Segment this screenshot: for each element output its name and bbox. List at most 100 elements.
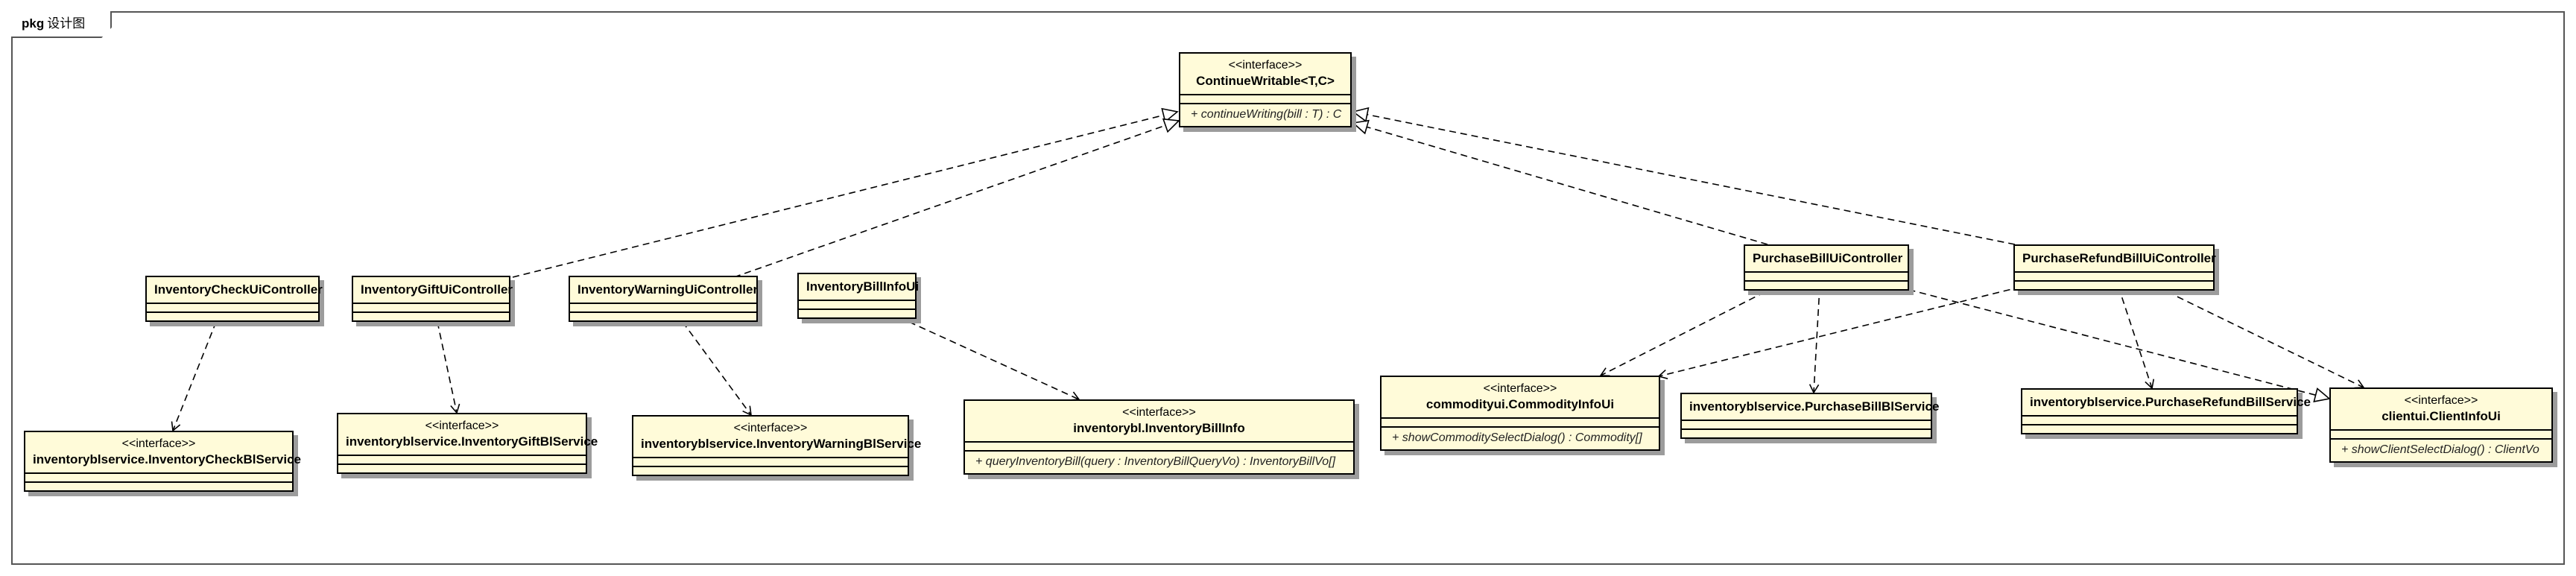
attribute-compartment — [1745, 271, 1908, 280]
attribute-compartment — [2022, 415, 2297, 424]
class-name: inventorybl.InventoryBillInfo — [1073, 421, 1245, 435]
class-stereotype: <<interface>> — [733, 422, 808, 434]
attribute-compartment — [633, 457, 908, 466]
attribute-compartment — [25, 472, 292, 481]
class-header: PurchaseRefundBillUiController — [2015, 246, 2216, 271]
operation-compartment — [2022, 424, 2297, 433]
class-name: PurchaseBillUiController — [1753, 251, 1903, 265]
attribute-compartment — [147, 303, 318, 311]
operation-compartment — [570, 311, 756, 320]
attribute-compartment — [338, 455, 586, 463]
class-box-giftCtrl[interactable]: InventoryGiftUiController — [352, 276, 513, 322]
realization-edge-refundCtrl-to-continue — [1352, 107, 2016, 245]
class-header: <<interface>> inventoryblservice.Inventor… — [633, 417, 922, 457]
class-name: inventoryblservice.InventoryCheckBlServi… — [33, 452, 301, 466]
dependency-edge-refundCtrl-to-commodity — [1657, 286, 2022, 379]
class-name: inventoryblservice.PurchaseRefundBillSer… — [2030, 395, 2311, 409]
operation-compartment — [633, 466, 908, 475]
class-header: InventoryWarningUiController — [570, 277, 759, 303]
operation-compartment: + continueWriting(bill : T) : C — [1180, 103, 1350, 126]
attribute-compartment — [1382, 417, 1659, 426]
class-name: inventoryblservice.PurchaseBillBlService — [1689, 399, 1940, 414]
class-header: inventoryblservice.PurchaseBillBlService — [1682, 394, 1940, 420]
attribute-compartment — [2015, 271, 2213, 280]
operation: + showClientSelectDialog() : ClientVo — [2341, 443, 2539, 456]
class-name: InventoryCheckUiController — [154, 282, 323, 297]
dependency-edge-purchaseCtrl-to-purchaseSvc — [1808, 286, 1820, 394]
realization-edge-warnCtrl-to-continue — [733, 118, 1180, 278]
class-header: InventoryGiftUiController — [353, 277, 513, 303]
attribute-compartment — [1180, 94, 1350, 103]
operation-compartment: + showCommoditySelectDialog() : Commodit… — [1382, 426, 1659, 449]
class-name: PurchaseRefundBillUiController — [2022, 251, 2216, 265]
package-frame — [11, 11, 2565, 565]
operation-compartment — [2015, 280, 2213, 289]
attribute-compartment — [353, 303, 509, 311]
class-box-refundCtrl[interactable]: PurchaseRefundBillUiController — [2013, 244, 2216, 291]
class-name: inventoryblservice.InventoryWarningBlSer… — [641, 437, 922, 451]
class-box-continue[interactable]: <<interface>> ContinueWritable<T,C> + cont… — [1179, 52, 1352, 127]
class-name: InventoryWarningUiController — [577, 282, 759, 297]
operation-compartment: + queryInventoryBill(query : InventoryBi… — [965, 450, 1353, 473]
class-stereotype: <<interface>> — [1483, 382, 1557, 395]
attribute-compartment — [965, 441, 1353, 450]
operation-compartment — [799, 308, 915, 317]
class-box-checkCtrl[interactable]: InventoryCheckUiController — [145, 276, 323, 322]
class-box-warnCtrl[interactable]: InventoryWarningUiController — [569, 276, 758, 322]
dependency-edge-billUi-to-billInfo — [908, 321, 1080, 401]
class-box-commodity[interactable]: <<interface>> commodityui.CommodityInfoUi… — [1380, 376, 1660, 451]
class-header: <<interface>> inventorybl.InventoryBillIn… — [965, 401, 1353, 441]
class-name: commodityui.CommodityInfoUi — [1425, 397, 1615, 411]
class-box-giftSvc[interactable]: <<interface>> inventoryblservice.Inventor… — [337, 413, 598, 474]
class-header: <<interface>> clientui.ClientInfoUi — [2331, 389, 2551, 429]
class-box-client[interactable]: <<interface>> clientui.ClientInfoUi + show… — [2329, 387, 2553, 463]
dependency-edge-warnCtrl-to-warnSvc — [682, 321, 752, 417]
operation-compartment — [147, 311, 318, 320]
operation-compartment — [1682, 428, 1931, 437]
attribute-compartment — [570, 303, 756, 311]
package-keyword: pkg — [22, 16, 45, 31]
attribute-compartment — [2331, 429, 2551, 438]
class-header: InventoryBillInfoUi — [799, 274, 920, 300]
class-box-warnSvc[interactable]: <<interface>> inventoryblservice.Inventor… — [632, 415, 922, 476]
class-name: InventoryBillInfoUi — [806, 279, 920, 294]
dependency-edge-checkCtrl-to-checkSvc — [171, 321, 217, 432]
operation-compartment — [338, 463, 586, 472]
class-stereotype: <<interface>> — [1122, 406, 1196, 419]
class-box-purchaseCtrl[interactable]: PurchaseBillUiController — [1744, 244, 1909, 291]
operation-compartment: + showClientSelectDialog() : ClientVo — [2331, 438, 2551, 461]
operation: + queryInventoryBill(query : InventoryBi… — [975, 455, 1336, 468]
dependency-edge-purchaseCtrl-to-commodity — [1599, 286, 1776, 377]
package-name: 设计图 — [47, 16, 86, 31]
class-stereotype: <<interface>> — [1228, 59, 1303, 72]
realization-edge-purchaseCtrl-to-client — [1897, 286, 2331, 402]
class-name: ContinueWritable<T,C> — [1196, 74, 1335, 88]
class-header: <<interface>> inventoryblservice.Inventor… — [338, 414, 598, 455]
class-stereotype: <<interface>> — [425, 420, 499, 432]
operation: + continueWriting(bill : T) : C — [1191, 108, 1342, 121]
operation-compartment — [1745, 280, 1908, 289]
dependency-edge-refundCtrl-to-refundSvc — [2118, 286, 2155, 390]
class-box-billInfo[interactable]: <<interface>> inventorybl.InventoryBillIn… — [963, 399, 1355, 475]
operation-compartment — [353, 311, 509, 320]
class-box-purchaseSvc[interactable]: inventoryblservice.PurchaseBillBlService — [1680, 393, 1940, 439]
class-stereotype: <<interface>> — [121, 437, 196, 450]
realization-edge-giftCtrl-to-continue — [512, 107, 1179, 278]
class-header: <<interface>> commodityui.CommodityInfoUi — [1382, 377, 1659, 417]
class-header: <<interface>> ContinueWritable<T,C> — [1180, 54, 1350, 94]
class-name: inventoryblservice.InventoryGiftBlServic… — [346, 434, 598, 449]
class-box-refundSvc[interactable]: inventoryblservice.PurchaseRefundBillSer… — [2021, 388, 2311, 434]
dependency-edge-giftCtrl-to-giftSvc — [437, 321, 461, 414]
class-name: InventoryGiftUiController — [361, 282, 513, 297]
class-stereotype: <<interface>> — [2404, 394, 2478, 407]
attribute-compartment — [799, 300, 915, 308]
class-header: InventoryCheckUiController — [147, 277, 323, 303]
dependency-edge-refundCtrl-to-client — [2156, 286, 2365, 389]
class-name: clientui.ClientInfoUi — [2382, 409, 2501, 423]
class-box-billUi[interactable]: InventoryBillInfoUi — [797, 273, 920, 319]
class-header: PurchaseBillUiController — [1745, 246, 1908, 271]
attribute-compartment — [1682, 420, 1931, 428]
class-box-checkSvc[interactable]: <<interface>> inventoryblservice.Inventor… — [24, 431, 301, 492]
